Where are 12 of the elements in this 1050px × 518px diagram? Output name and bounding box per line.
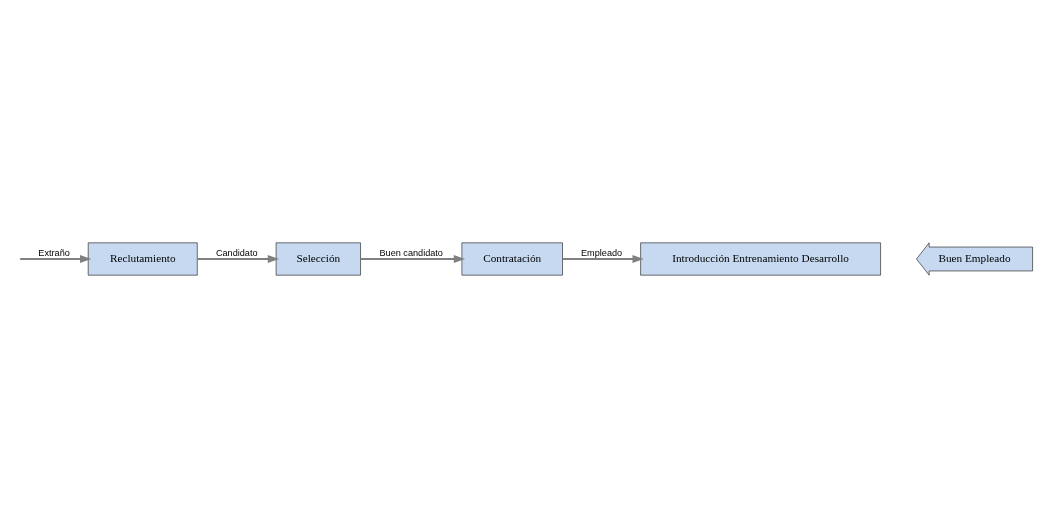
node-box: Contratación [461, 242, 563, 276]
edge-label: Candidato [215, 248, 258, 259]
node-box: Introducción Entrenamiento Desarrollo [640, 242, 881, 276]
edge-label: Buen candidato [379, 248, 443, 259]
arrow [197, 255, 280, 263]
edge-label: Extraño [38, 248, 70, 259]
edge-label: Empleado [581, 248, 623, 259]
arrow [360, 255, 466, 263]
node-box: Selección [275, 242, 361, 276]
node-box: Reclutamiento [87, 242, 198, 276]
arrow [20, 255, 92, 263]
arrow [562, 255, 644, 263]
